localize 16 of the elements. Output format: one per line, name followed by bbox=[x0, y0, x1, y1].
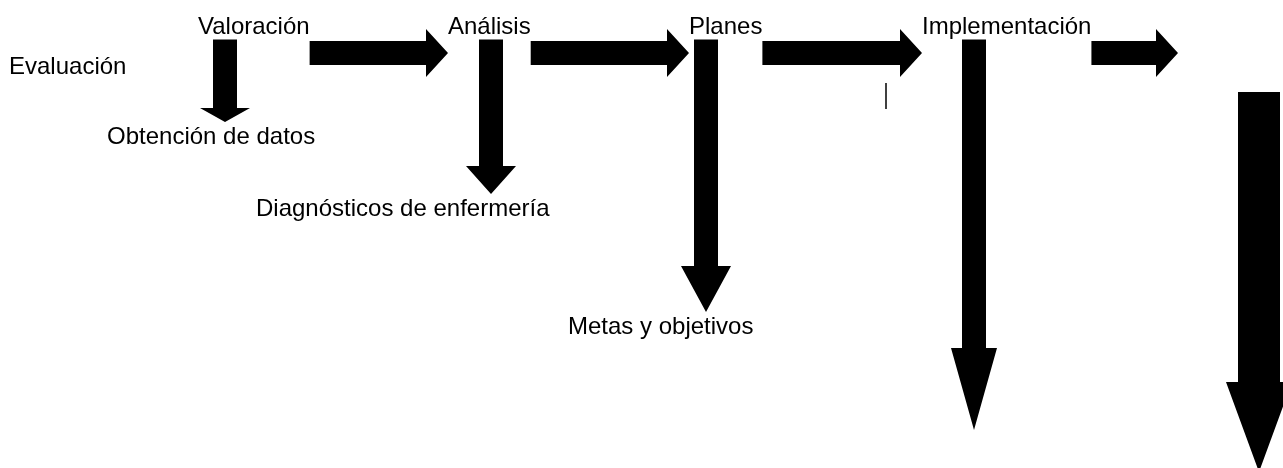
block-arrow bbox=[681, 39, 731, 312]
block-arrow bbox=[762, 29, 922, 77]
block-arrow bbox=[951, 39, 997, 430]
node-label: Diagnósticos de enfermería bbox=[256, 194, 550, 222]
block-arrow bbox=[1091, 29, 1178, 77]
node-label: Planes bbox=[689, 12, 763, 40]
block-arrow bbox=[309, 29, 448, 77]
node-label: Evaluación bbox=[9, 52, 127, 80]
node-label: Implementación bbox=[922, 12, 1092, 40]
node-label: Análisis bbox=[448, 12, 531, 40]
block-arrow bbox=[200, 39, 250, 122]
node-label: Metas y objetivos bbox=[568, 312, 754, 340]
node-label: Obtención de datos bbox=[107, 122, 316, 150]
block-arrow bbox=[466, 39, 516, 194]
node-label: Valoración bbox=[198, 12, 310, 40]
block-arrow bbox=[530, 29, 689, 77]
